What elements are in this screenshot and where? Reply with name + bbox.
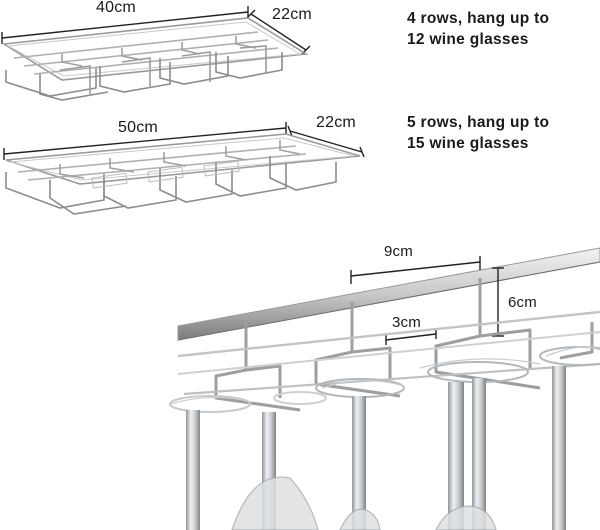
large-rack [3,122,365,215]
small-rack-width-dimension [1,6,249,44]
spacing-label: 9cm [384,243,413,260]
small-rack-width-label: 40cm [96,0,136,16]
large-rack-note-line1: 5 rows, hang up to [407,114,550,131]
large-rack-width-dimension [3,122,287,160]
small-rack-note-line1: 4 rows, hang up to [407,10,550,27]
large-rack-depth-label: 22cm [316,114,356,131]
large-rack-capacity-note: 5 rows, hang up to 15 wine glasses [407,112,549,154]
small-rack-depth-label: 22cm [272,6,312,23]
large-rack-width-label: 50cm [118,119,158,136]
large-rack-note-line2: 15 wine glasses [407,135,529,152]
detail-view [169,247,600,530]
small-rack-capacity-note: 4 rows, hang up to 12 wine glasses [407,8,549,50]
small-rack-note-line2: 12 wine glasses [407,31,529,48]
height-dimension [492,267,504,337]
small-rack [1,6,311,101]
spacing-dimension [350,256,481,284]
height-label: 6cm [508,294,537,311]
large-rack-depth-dimension [287,125,365,158]
gap-label: 3cm [392,314,421,331]
gap-dimension [385,329,437,345]
